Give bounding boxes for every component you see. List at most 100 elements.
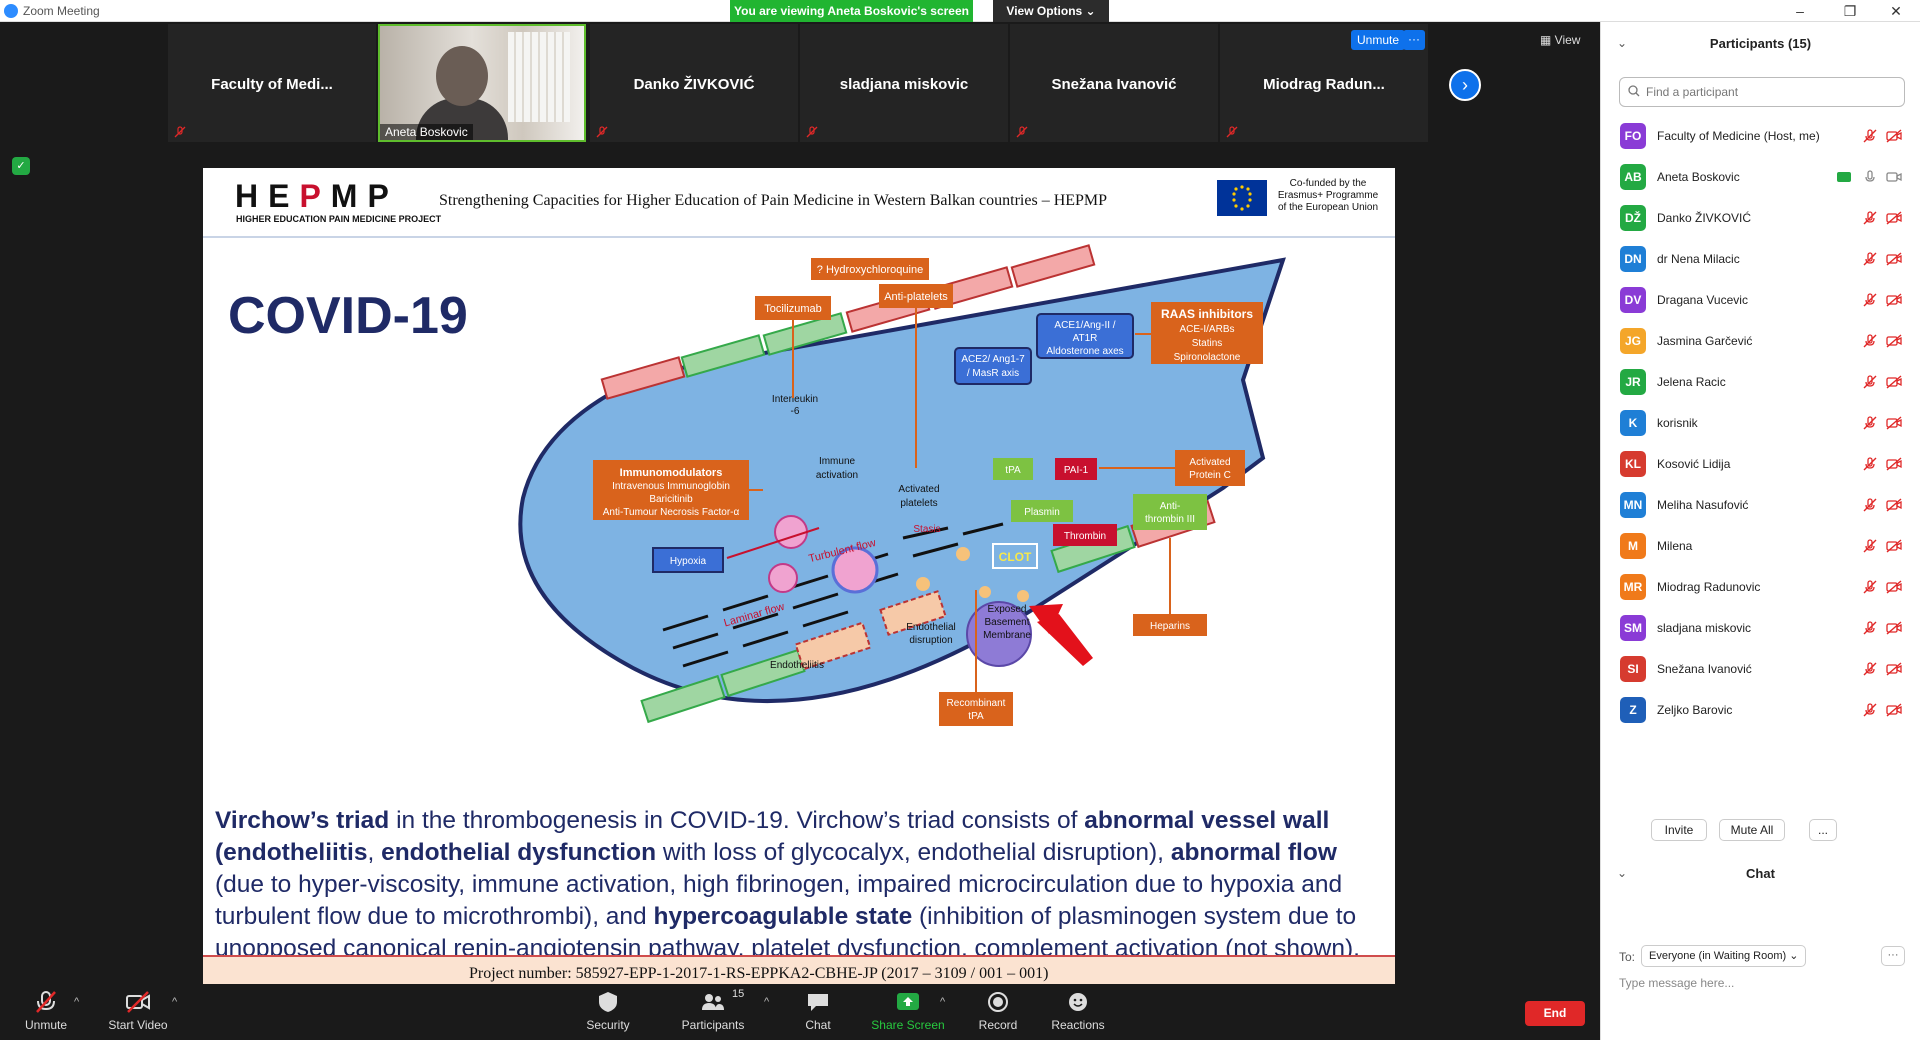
body-part: Virchow’s triad bbox=[215, 807, 390, 834]
participant-name: Faculty of Medicine (Host, me) bbox=[1657, 129, 1820, 143]
video-off-icon[interactable] bbox=[1886, 416, 1902, 430]
avatar: K bbox=[1620, 410, 1646, 436]
share-screen-button[interactable]: Share Screen bbox=[870, 990, 946, 1032]
tile-name: Miodrag Radun... bbox=[1263, 76, 1385, 93]
video-tile-danko[interactable]: Danko ŽIVKOVIĆ bbox=[590, 24, 798, 142]
security-button[interactable]: Security bbox=[584, 990, 632, 1032]
view-button[interactable]: ▦ View bbox=[1540, 33, 1580, 47]
video-off-icon[interactable] bbox=[1886, 498, 1902, 512]
invite-button[interactable]: Invite bbox=[1651, 819, 1707, 841]
muted-mic-icon[interactable] bbox=[1863, 129, 1877, 143]
restore-button[interactable]: ❐ bbox=[1843, 3, 1857, 19]
muted-mic-icon[interactable] bbox=[1863, 662, 1877, 676]
video-off-icon[interactable] bbox=[1886, 703, 1902, 717]
avatar: JR bbox=[1620, 369, 1646, 395]
more-options-button[interactable]: ··· bbox=[1403, 30, 1425, 50]
label-plasmin: Plasmin bbox=[1024, 507, 1060, 518]
muted-mic-icon[interactable] bbox=[1863, 580, 1877, 594]
chat-message-input[interactable]: Type message here... bbox=[1619, 976, 1735, 990]
label-pai1: PAI-1 bbox=[1064, 465, 1089, 476]
muted-mic-icon[interactable] bbox=[1863, 211, 1877, 225]
collapse-chevron-icon[interactable]: ⌄ bbox=[1617, 36, 1628, 50]
muted-mic-icon[interactable] bbox=[1863, 498, 1877, 512]
video-off-icon[interactable] bbox=[1886, 252, 1902, 266]
muted-mic-icon[interactable] bbox=[1863, 375, 1877, 389]
participants-options-caret[interactable]: ^ bbox=[764, 996, 770, 1008]
eu-flag-icon bbox=[1217, 180, 1267, 216]
more-participants-options-button[interactable]: ... bbox=[1809, 819, 1837, 841]
next-page-arrow-icon[interactable]: › bbox=[1449, 69, 1481, 101]
muted-mic-icon[interactable] bbox=[1863, 457, 1877, 471]
security-shield-icon[interactable]: ✓ bbox=[12, 157, 30, 175]
chat-more-button[interactable]: ··· bbox=[1881, 946, 1905, 966]
mic-icon[interactable] bbox=[1863, 170, 1877, 184]
video-icon[interactable] bbox=[1886, 170, 1902, 184]
reactions-button[interactable]: Reactions bbox=[1048, 990, 1108, 1032]
video-off-icon[interactable] bbox=[1886, 293, 1902, 307]
avatar: DV bbox=[1620, 287, 1646, 313]
video-off-icon[interactable] bbox=[1886, 334, 1902, 348]
muted-mic-icon[interactable] bbox=[1863, 416, 1877, 430]
participants-panel-title: Participants (15) bbox=[1709, 36, 1812, 51]
audio-options-caret[interactable]: ^ bbox=[74, 996, 80, 1008]
participant-name: Miodrag Radunovic bbox=[1657, 580, 1761, 594]
hepmp-logo: HEPMP bbox=[235, 178, 399, 214]
label-interleukin-1: Interleukin bbox=[772, 394, 818, 405]
unmute-chip-button[interactable]: Unmute bbox=[1351, 30, 1406, 50]
record-button[interactable]: Record bbox=[976, 990, 1020, 1032]
video-off-icon[interactable] bbox=[1886, 621, 1902, 635]
muted-mic-icon[interactable] bbox=[1863, 334, 1877, 348]
muted-mic-icon bbox=[36, 991, 56, 1013]
video-tile-snezana[interactable]: Snežana Ivanović bbox=[1010, 24, 1218, 142]
end-meeting-button[interactable]: End bbox=[1525, 1001, 1585, 1026]
muted-mic-icon[interactable] bbox=[1863, 621, 1877, 635]
video-off-icon[interactable] bbox=[1886, 375, 1902, 389]
video-tile-faculty[interactable]: Faculty of Medi... bbox=[168, 24, 376, 142]
muted-mic-icon[interactable] bbox=[1863, 293, 1877, 307]
video-tile-sladjana[interactable]: sladjana miskovic bbox=[800, 24, 1008, 142]
collapse-chevron-icon[interactable]: ⌄ bbox=[1617, 866, 1628, 880]
label-immuno-1: Intravenous Immunoglobin bbox=[612, 481, 730, 492]
video-options-caret[interactable]: ^ bbox=[172, 996, 178, 1008]
view-label: View bbox=[1554, 33, 1581, 47]
start-video-button[interactable]: Start Video bbox=[106, 990, 170, 1032]
participant-name: Zeljko Barovic bbox=[1657, 703, 1733, 717]
video-off-icon[interactable] bbox=[1886, 580, 1902, 594]
participants-button[interactable]: Participants bbox=[678, 990, 748, 1032]
window-title: Zoom Meeting bbox=[23, 4, 100, 18]
muted-mic-icon[interactable] bbox=[1863, 703, 1877, 717]
video-tile-aneta[interactable]: Aneta Boskovic bbox=[378, 24, 586, 142]
minimize-button[interactable]: – bbox=[1796, 3, 1804, 19]
video-off-icon[interactable] bbox=[1886, 539, 1902, 553]
close-button[interactable]: ✕ bbox=[1890, 3, 1902, 19]
find-participant-input[interactable]: Find a participant bbox=[1619, 77, 1905, 107]
video-off-icon[interactable] bbox=[1886, 211, 1902, 225]
video-off-icon[interactable] bbox=[1886, 129, 1902, 143]
chat-button[interactable]: Chat bbox=[796, 990, 840, 1032]
unmute-button[interactable]: Unmute bbox=[22, 990, 70, 1032]
view-options-button[interactable]: View Options ⌄ bbox=[993, 0, 1109, 22]
muted-mic-icon[interactable] bbox=[1863, 252, 1877, 266]
label-exposed-3: Membrane bbox=[983, 630, 1031, 641]
mute-all-button[interactable]: Mute All bbox=[1719, 819, 1785, 841]
muted-mic-icon[interactable] bbox=[1863, 539, 1877, 553]
video-off-icon[interactable] bbox=[1886, 457, 1902, 471]
share-options-caret[interactable]: ^ bbox=[940, 996, 946, 1008]
video-off-icon[interactable] bbox=[1886, 662, 1902, 676]
chat-recipient-select[interactable]: Everyone (in Waiting Room) ⌄ bbox=[1641, 945, 1807, 967]
